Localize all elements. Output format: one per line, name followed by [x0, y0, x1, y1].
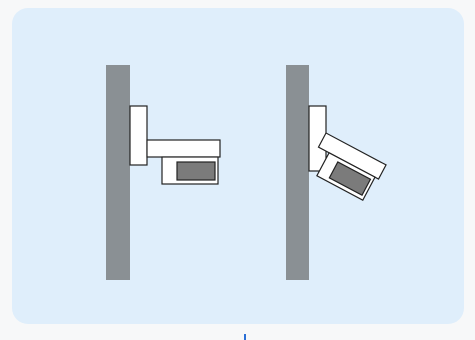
mount-arm-left: [146, 139, 221, 158]
mount-tilted-group: [286, 65, 387, 280]
camera-mount-diagram: [106, 65, 387, 280]
lens-window-right: [328, 161, 372, 197]
mount-level-group: [106, 65, 221, 280]
accent-marker: [244, 334, 246, 340]
diagram-panel: [12, 8, 464, 324]
wall-left: [106, 65, 130, 280]
wall-right: [286, 65, 309, 280]
lens-window-left: [176, 161, 216, 181]
wall-plate-left: [129, 105, 148, 166]
camera-assembly-right: [316, 132, 387, 201]
